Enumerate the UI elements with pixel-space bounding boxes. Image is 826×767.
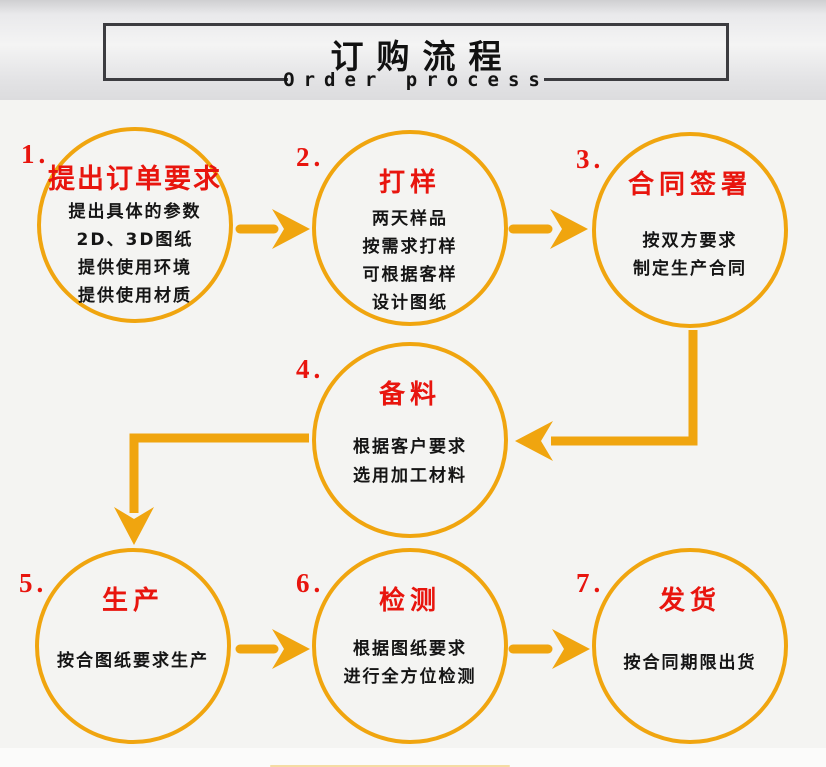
step-2: 2. 打样 两天样品 按需求打样 可根据客样 设计图纸 (296, 130, 508, 326)
step-4-title: 备料 (378, 380, 441, 410)
detail-line: 两天样品 (372, 209, 448, 229)
step-3-circle: 合同签署 按双方要求 制定生产合同 (592, 132, 788, 328)
arrow-step2-to-step3 (508, 209, 588, 249)
step-5-title: 生产 (101, 586, 164, 616)
step-3-title: 合同签署 (627, 170, 752, 200)
elbow-arrow-step4-to-step5 (114, 433, 309, 545)
step-2-details: 两天样品 按需求打样 可根据客样 设计图纸 (316, 205, 504, 317)
arrow-step1-to-step2 (235, 209, 310, 249)
step-3-details: 按双方要求 制定生产合同 (596, 227, 784, 283)
step-1-details: 提出具体的参数 2D、3D图纸 提供使用环境 提供使用材质 (41, 198, 229, 310)
page-title: 订购流程 (330, 37, 515, 76)
step-5-circle: 生产 按合图纸要求生产 (35, 548, 231, 744)
step-2-circle: 打样 两天样品 按需求打样 可根据客样 设计图纸 (312, 130, 508, 326)
step-1-title: 提出订单要求 (48, 164, 222, 195)
title-box-border-right (544, 78, 729, 81)
step-6-number: 6. (296, 568, 325, 598)
detail-line: 进行全方位检测 (343, 667, 477, 687)
step-1-circle: 提出订单要求 提出具体的参数 2D、3D图纸 提供使用环境 提供使用材质 (37, 127, 233, 323)
detail-line: 按合同期限出货 (623, 653, 757, 673)
step-7-details: 按合同期限出货 (596, 649, 784, 677)
elbow-arrow-step3-to-step4 (515, 330, 698, 461)
header-band: 订购流程 Order process (0, 0, 826, 100)
step-4: 4. 备料 根据客户要求 选用加工材料 (296, 342, 508, 538)
step-7-title: 发货 (658, 586, 721, 616)
title-box-border-left (103, 78, 288, 81)
step-2-number: 2. (296, 142, 325, 172)
step-5-details: 按合图纸要求生产 (39, 647, 227, 675)
detail-line: 提供使用环境 (78, 258, 192, 278)
step-5: 5. 生产 按合图纸要求生产 (19, 548, 231, 744)
bottom-band (0, 748, 826, 767)
step-7-circle: 发货 按合同期限出货 (592, 548, 788, 744)
step-7: 7. 发货 按合同期限出货 (576, 548, 788, 744)
arrow-step5-to-step6 (235, 629, 310, 669)
detail-line: 2D、3D图纸 (76, 230, 194, 250)
step-3: 3. 合同签署 按双方要求 制定生产合同 (576, 132, 788, 328)
detail-line: 按双方要求 (642, 231, 738, 251)
detail-line: 按合图纸要求生产 (57, 651, 209, 671)
arrow-step6-to-step7 (508, 629, 590, 669)
step-2-title: 打样 (378, 168, 441, 198)
title-box: 订购流程 Order process (103, 23, 729, 91)
step-7-number: 7. (576, 568, 605, 598)
step-6-title: 检测 (378, 586, 441, 616)
step-4-circle: 备料 根据客户要求 选用加工材料 (312, 342, 508, 538)
detail-line: 制定生产合同 (633, 259, 747, 279)
step-3-number: 3. (576, 144, 605, 174)
detail-line: 设计图纸 (372, 293, 448, 313)
detail-line: 选用加工材料 (353, 466, 467, 486)
step-6-circle: 检测 根据图纸要求 进行全方位检测 (312, 548, 508, 744)
step-4-number: 4. (296, 354, 325, 384)
page-subtitle: Order process (283, 69, 549, 91)
detail-line: 根据客户要求 (353, 437, 467, 457)
step-6: 6. 检测 根据图纸要求 进行全方位检测 (296, 548, 508, 744)
step-6-details: 根据图纸要求 进行全方位检测 (316, 635, 504, 691)
step-4-details: 根据客户要求 选用加工材料 (316, 433, 504, 491)
detail-line: 提供使用材质 (78, 286, 192, 306)
step-1: 1. 提出订单要求 提出具体的参数 2D、3D图纸 提供使用环境 提供使用材质 (21, 127, 233, 323)
detail-line: 可根据客样 (362, 265, 458, 285)
detail-line: 按需求打样 (362, 237, 458, 257)
detail-line: 根据图纸要求 (353, 639, 467, 659)
bottom-accent-line (270, 765, 510, 767)
step-5-number: 5. (19, 568, 48, 598)
detail-line: 提出具体的参数 (68, 202, 202, 222)
step-1-number: 1. (21, 139, 50, 169)
